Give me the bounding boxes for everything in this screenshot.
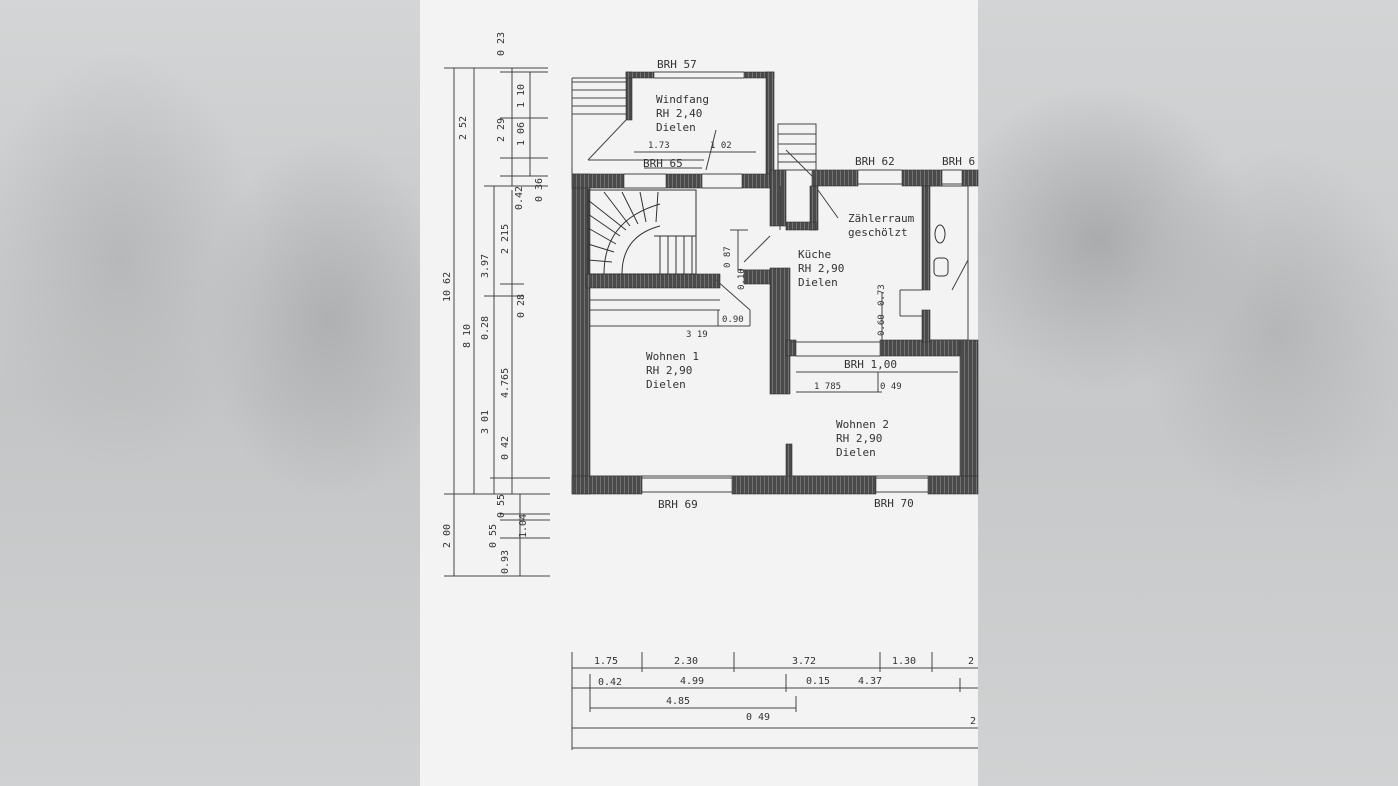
room-wohnen1: Wohnen 1 RH 2,90 Dielen [646, 350, 699, 391]
dim-b-1-75: 1.75 [594, 656, 618, 667]
dim-0-55-b: 0 55 [488, 524, 499, 548]
dim-3-01: 3 01 [480, 410, 491, 434]
dim-b-3-72: 3.72 [792, 656, 816, 667]
dim-4-765: 4.765 [500, 368, 511, 398]
dim-2-52: 2 52 [458, 116, 469, 140]
dim-3-97: 3.97 [480, 254, 491, 278]
walls [571, 71, 979, 495]
dim-0-90: 0.90 [722, 315, 744, 325]
window-brh6x: BRH 6 [942, 155, 975, 168]
room-wohnen2-height: RH 2,90 [836, 432, 882, 445]
dim-b-2-bottom: 2 [970, 716, 976, 727]
room-wohnen2-name: Wohnen 2 [836, 418, 889, 431]
dim-0-28-right: 0 28 [516, 294, 527, 318]
dim-0-10: 0.10 [737, 268, 747, 290]
dim-b-1-30: 1.30 [892, 656, 916, 667]
room-wohnen1-name: Wohnen 1 [646, 350, 699, 363]
dim-b-4-37: 4.37 [858, 676, 882, 687]
dim-0-36: 0 36 [534, 178, 545, 202]
outline-lines [571, 71, 969, 493]
dim-1-06: 1 06 [516, 122, 527, 146]
inner-dimensions: 1.73 1 02 0 87 0.10 0.90 3 19 0.60 0.73 … [648, 141, 902, 392]
blurred-background-left [0, 0, 420, 786]
dim-0-42-upper: 0.42 [514, 186, 525, 210]
dim-0-93: 0.93 [500, 550, 511, 574]
room-kueche-name: Küche [798, 248, 831, 261]
room-wohnen2-floor: Dielen [836, 446, 876, 459]
room-wohnen2: Wohnen 2 RH 2,90 Dielen [836, 418, 889, 459]
room-zaehlerraum-line2: geschölzt [848, 226, 908, 239]
room-windfang-height: RH 2,40 [656, 107, 702, 120]
dim-0-73: 0.73 [877, 284, 887, 306]
dim-0-28-left: 0.28 [480, 316, 491, 340]
room-kueche-floor: Dielen [798, 276, 838, 289]
dim-1-10: 1 10 [516, 84, 527, 108]
blurred-background-right [978, 0, 1398, 786]
interior-staircase [587, 189, 697, 275]
window-brh65: BRH 65 [643, 157, 683, 170]
window-brh57: BRH 57 [657, 58, 697, 71]
dim-10-62: 10 62 [442, 272, 453, 302]
dim-3-19: 3 19 [686, 330, 708, 340]
room-windfang-name: Windfang [656, 93, 709, 106]
dim-b-0-49: 0 49 [746, 712, 770, 723]
room-kueche-height: RH 2,90 [798, 262, 844, 275]
dim-b-4-99: 4.99 [680, 676, 704, 687]
wc-fixture-icon [933, 224, 949, 277]
dim-0-87: 0 87 [723, 246, 733, 268]
room-zaehlerraum: Zählerraum geschölzt [848, 212, 915, 239]
dim-0-49-inner: 0 49 [880, 382, 902, 392]
dim-8-10: 8 10 [462, 324, 473, 348]
left-dimension-lines [444, 67, 550, 577]
left-dimension-text: 0 23 1 10 1 06 2 29 2 52 0 36 0.42 2 215… [442, 32, 545, 574]
room-windfang: Windfang RH 2,40 Dielen [656, 93, 709, 134]
dim-2-00: 2 00 [442, 524, 453, 548]
dim-2-29: 2 29 [496, 118, 507, 142]
dim-b-2-30: 2.30 [674, 656, 698, 667]
bottom-dimension-text: 1.75 2.30 3.72 1.30 2 0.42 4.99 0.15 4.3… [594, 656, 976, 727]
dim-0-23: 0 23 [496, 32, 507, 56]
window-brh69: BRH 69 [658, 498, 698, 511]
dim-0-55-a: 0 55 [496, 494, 507, 518]
dim-b-4-85: 4.85 [666, 696, 690, 707]
window-brh70: BRH 70 [874, 497, 914, 510]
room-windfang-floor: Dielen [656, 121, 696, 134]
room-zaehlerraum-line1: Zählerraum [848, 212, 915, 225]
dim-0-60: 0.60 [877, 314, 887, 336]
dim-b-2-top: 2 [968, 656, 974, 667]
bottom-dimension-lines [571, 652, 978, 750]
dim-b-0-15: 0.15 [806, 676, 830, 687]
room-kueche: Küche RH 2,90 Dielen [798, 248, 844, 289]
window-labels: BRH 57 BRH 65 BRH 62 BRH 6 BRH 1,00 BRH … [643, 58, 975, 511]
dim-1-785: 1 785 [814, 382, 841, 392]
dim-1-04: 1.04 [518, 514, 529, 538]
window-brh100: BRH 1,00 [844, 358, 897, 371]
window-brh62: BRH 62 [855, 155, 895, 168]
dim-2-215: 2 215 [500, 224, 511, 254]
dim-1-02: 1 02 [710, 141, 732, 151]
room-wohnen1-floor: Dielen [646, 378, 686, 391]
exterior-steps [572, 81, 817, 171]
dim-1-73: 1.73 [648, 141, 670, 151]
floor-plan-paper [420, 0, 978, 786]
dim-0-42-lower: 0 42 [500, 436, 511, 460]
dim-b-0-42: 0.42 [598, 677, 622, 688]
room-wohnen1-height: RH 2,90 [646, 364, 692, 377]
